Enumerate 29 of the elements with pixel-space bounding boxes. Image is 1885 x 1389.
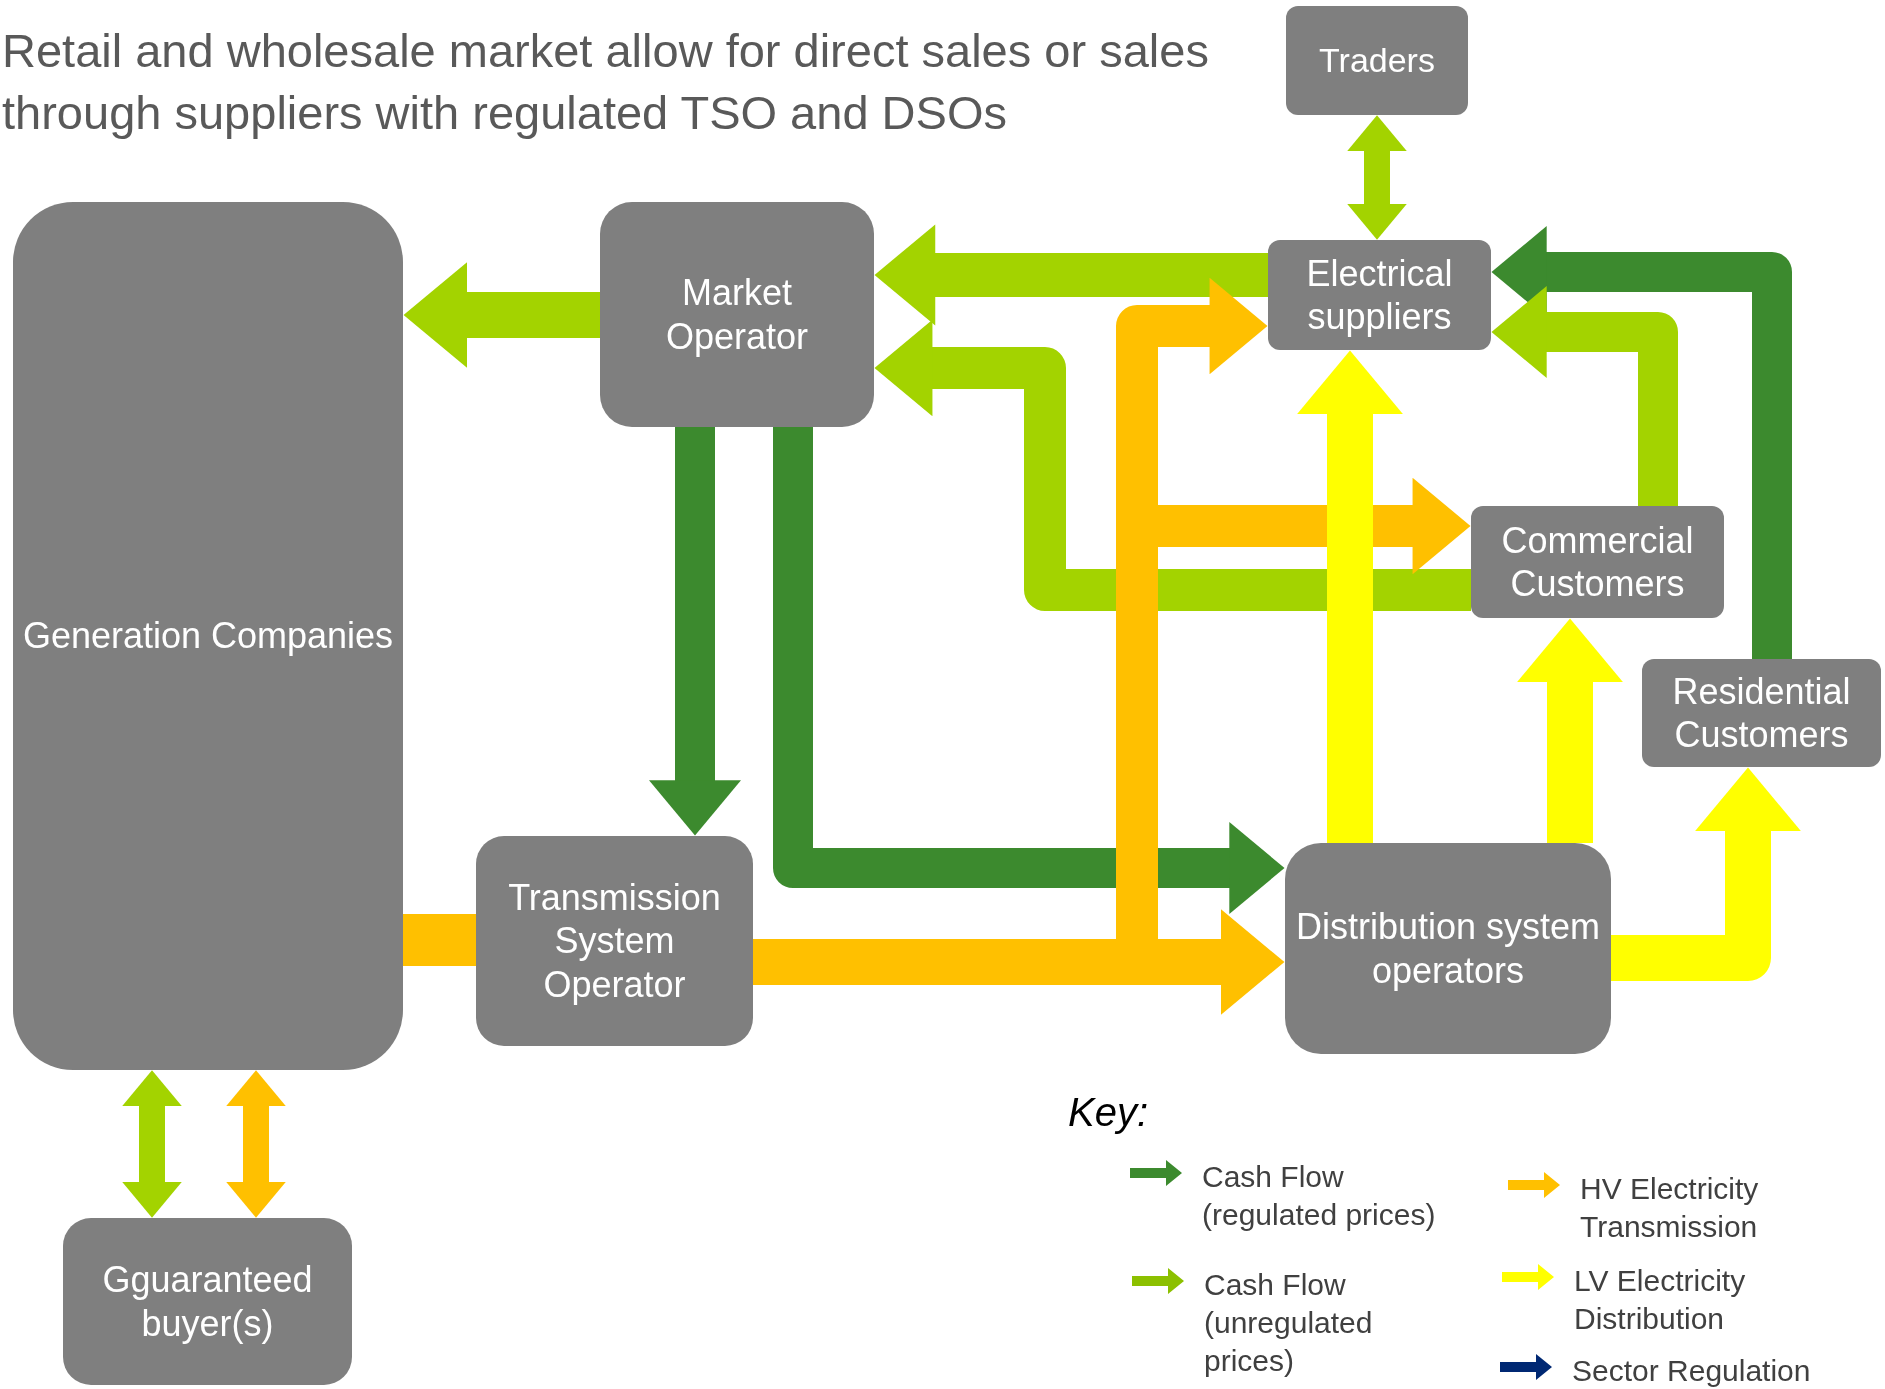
legend-label: Cash Flow (unregulated prices) xyxy=(1204,1267,1374,1379)
entity-box: Distribution system operators xyxy=(1285,843,1611,1054)
legend-label: HV Electricity Transmission xyxy=(1580,1171,1760,1245)
flow-arrow xyxy=(226,1070,286,1218)
flow-arrow xyxy=(874,224,1268,326)
entity-box: Transmission System Operator xyxy=(476,836,753,1046)
entity-box: Residential Customers xyxy=(1642,659,1881,767)
legend-label: LV Electricity Distribution xyxy=(1574,1263,1747,1337)
flow-arrow xyxy=(1491,226,1792,659)
flow-arrow xyxy=(1297,350,1403,843)
flow-arrow xyxy=(403,262,600,368)
flow-arrow xyxy=(1517,618,1623,843)
flow-arrow xyxy=(122,1070,182,1218)
legend-label: Sector Regulation xyxy=(1572,1353,1812,1389)
flow-arrow xyxy=(1491,286,1678,506)
entity-box: Commercial Customers xyxy=(1471,506,1724,618)
entity-box: Market Operator xyxy=(600,202,874,427)
flow-arrow xyxy=(773,427,1285,914)
entity-box: Traders xyxy=(1286,6,1468,115)
entity-box: Gguaranteed buyer(s) xyxy=(63,1218,352,1385)
flow-arrow xyxy=(649,427,741,836)
entity-box: Generation Companies xyxy=(13,202,403,1070)
legend-label: Cash Flow (regulated prices) xyxy=(1202,1159,1437,1233)
flow-arrow xyxy=(874,319,1471,611)
flow-arrow xyxy=(753,909,1285,1015)
entity-box: Electrical suppliers xyxy=(1268,240,1491,350)
key-heading: Key: xyxy=(1068,1089,1149,1136)
subtitle: Retail and wholesale market allow for direct sales or sales through suppliers with regulated TSO and DSOs xyxy=(2,23,1210,141)
flow-arrow xyxy=(1347,115,1407,240)
